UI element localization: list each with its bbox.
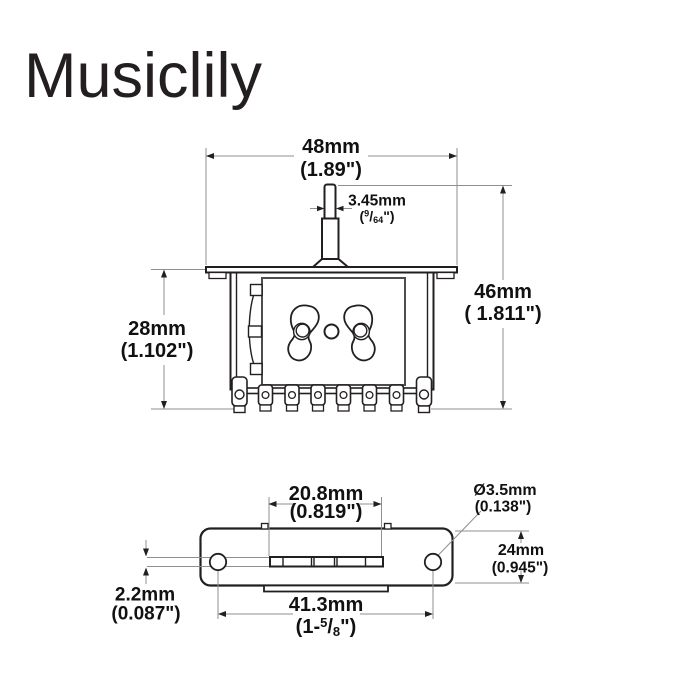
- lever-shaft: [310, 183, 351, 268]
- brand-logo: Musiclily: [24, 41, 263, 111]
- dim-shaft-diameter-mm: 3.45mm: [348, 192, 406, 210]
- left-cam: [287, 304, 320, 362]
- switch-body: [229, 271, 435, 391]
- dim-body-height-mm: 28mm: [128, 318, 186, 340]
- dim-overall-width-mm: 48mm: [302, 136, 360, 158]
- lever-slot: [269, 556, 384, 568]
- right-cam: [343, 304, 376, 362]
- dim-hole-diameter-mm: Ø3.5mm: [473, 482, 537, 499]
- dim-shaft-diameter-inch: (9/64"): [359, 207, 395, 226]
- mounting-plate-bottom-view: [143, 497, 529, 619]
- switch-front-view: [151, 148, 512, 414]
- bottom-dimension-arrows: [143, 501, 524, 617]
- dim-slot-length-mm: 20.8mm: [288, 483, 364, 505]
- detent-spring: [247, 283, 263, 376]
- bottom-extension-lines: [145, 497, 529, 619]
- dim-overall-height-mm: 46mm: [474, 281, 532, 303]
- dim-hole-spacing-mm: 41.3mm: [288, 594, 364, 616]
- dim-hole-spacing-inch: (1-5/8"): [295, 614, 357, 640]
- dim-overall-width-inch: (1.89"): [300, 159, 362, 181]
- dim-overall-height-inch: ( 1.811"): [464, 303, 542, 325]
- dim-slot-width-inch: (0.087"): [111, 603, 181, 625]
- solder-lugs: [257, 384, 405, 412]
- front-extension-lines: [151, 148, 512, 410]
- mounting-hole-right: [423, 552, 443, 572]
- mounting-hole-left: [208, 552, 228, 572]
- switch-cams: [287, 304, 376, 362]
- front-dimension-arrows: [161, 153, 506, 409]
- dim-body-height-inch: (1.102"): [120, 340, 194, 362]
- plate-nub-right: [383, 522, 392, 530]
- dim-plate-width-inch: (0.945"): [491, 559, 549, 577]
- plate-nub-left: [260, 522, 269, 530]
- dim-slot-length-inch: (0.819"): [289, 501, 363, 523]
- terminal-lugs: [231, 376, 433, 414]
- dim-slot-width-mm: 2.2mm: [114, 584, 176, 606]
- plate-flange: [263, 584, 389, 593]
- pivot-hole: [323, 323, 340, 340]
- dim-plate-width-mm: 24mm: [497, 542, 545, 559]
- dim-hole-diameter-inch: (0.138"): [474, 498, 532, 516]
